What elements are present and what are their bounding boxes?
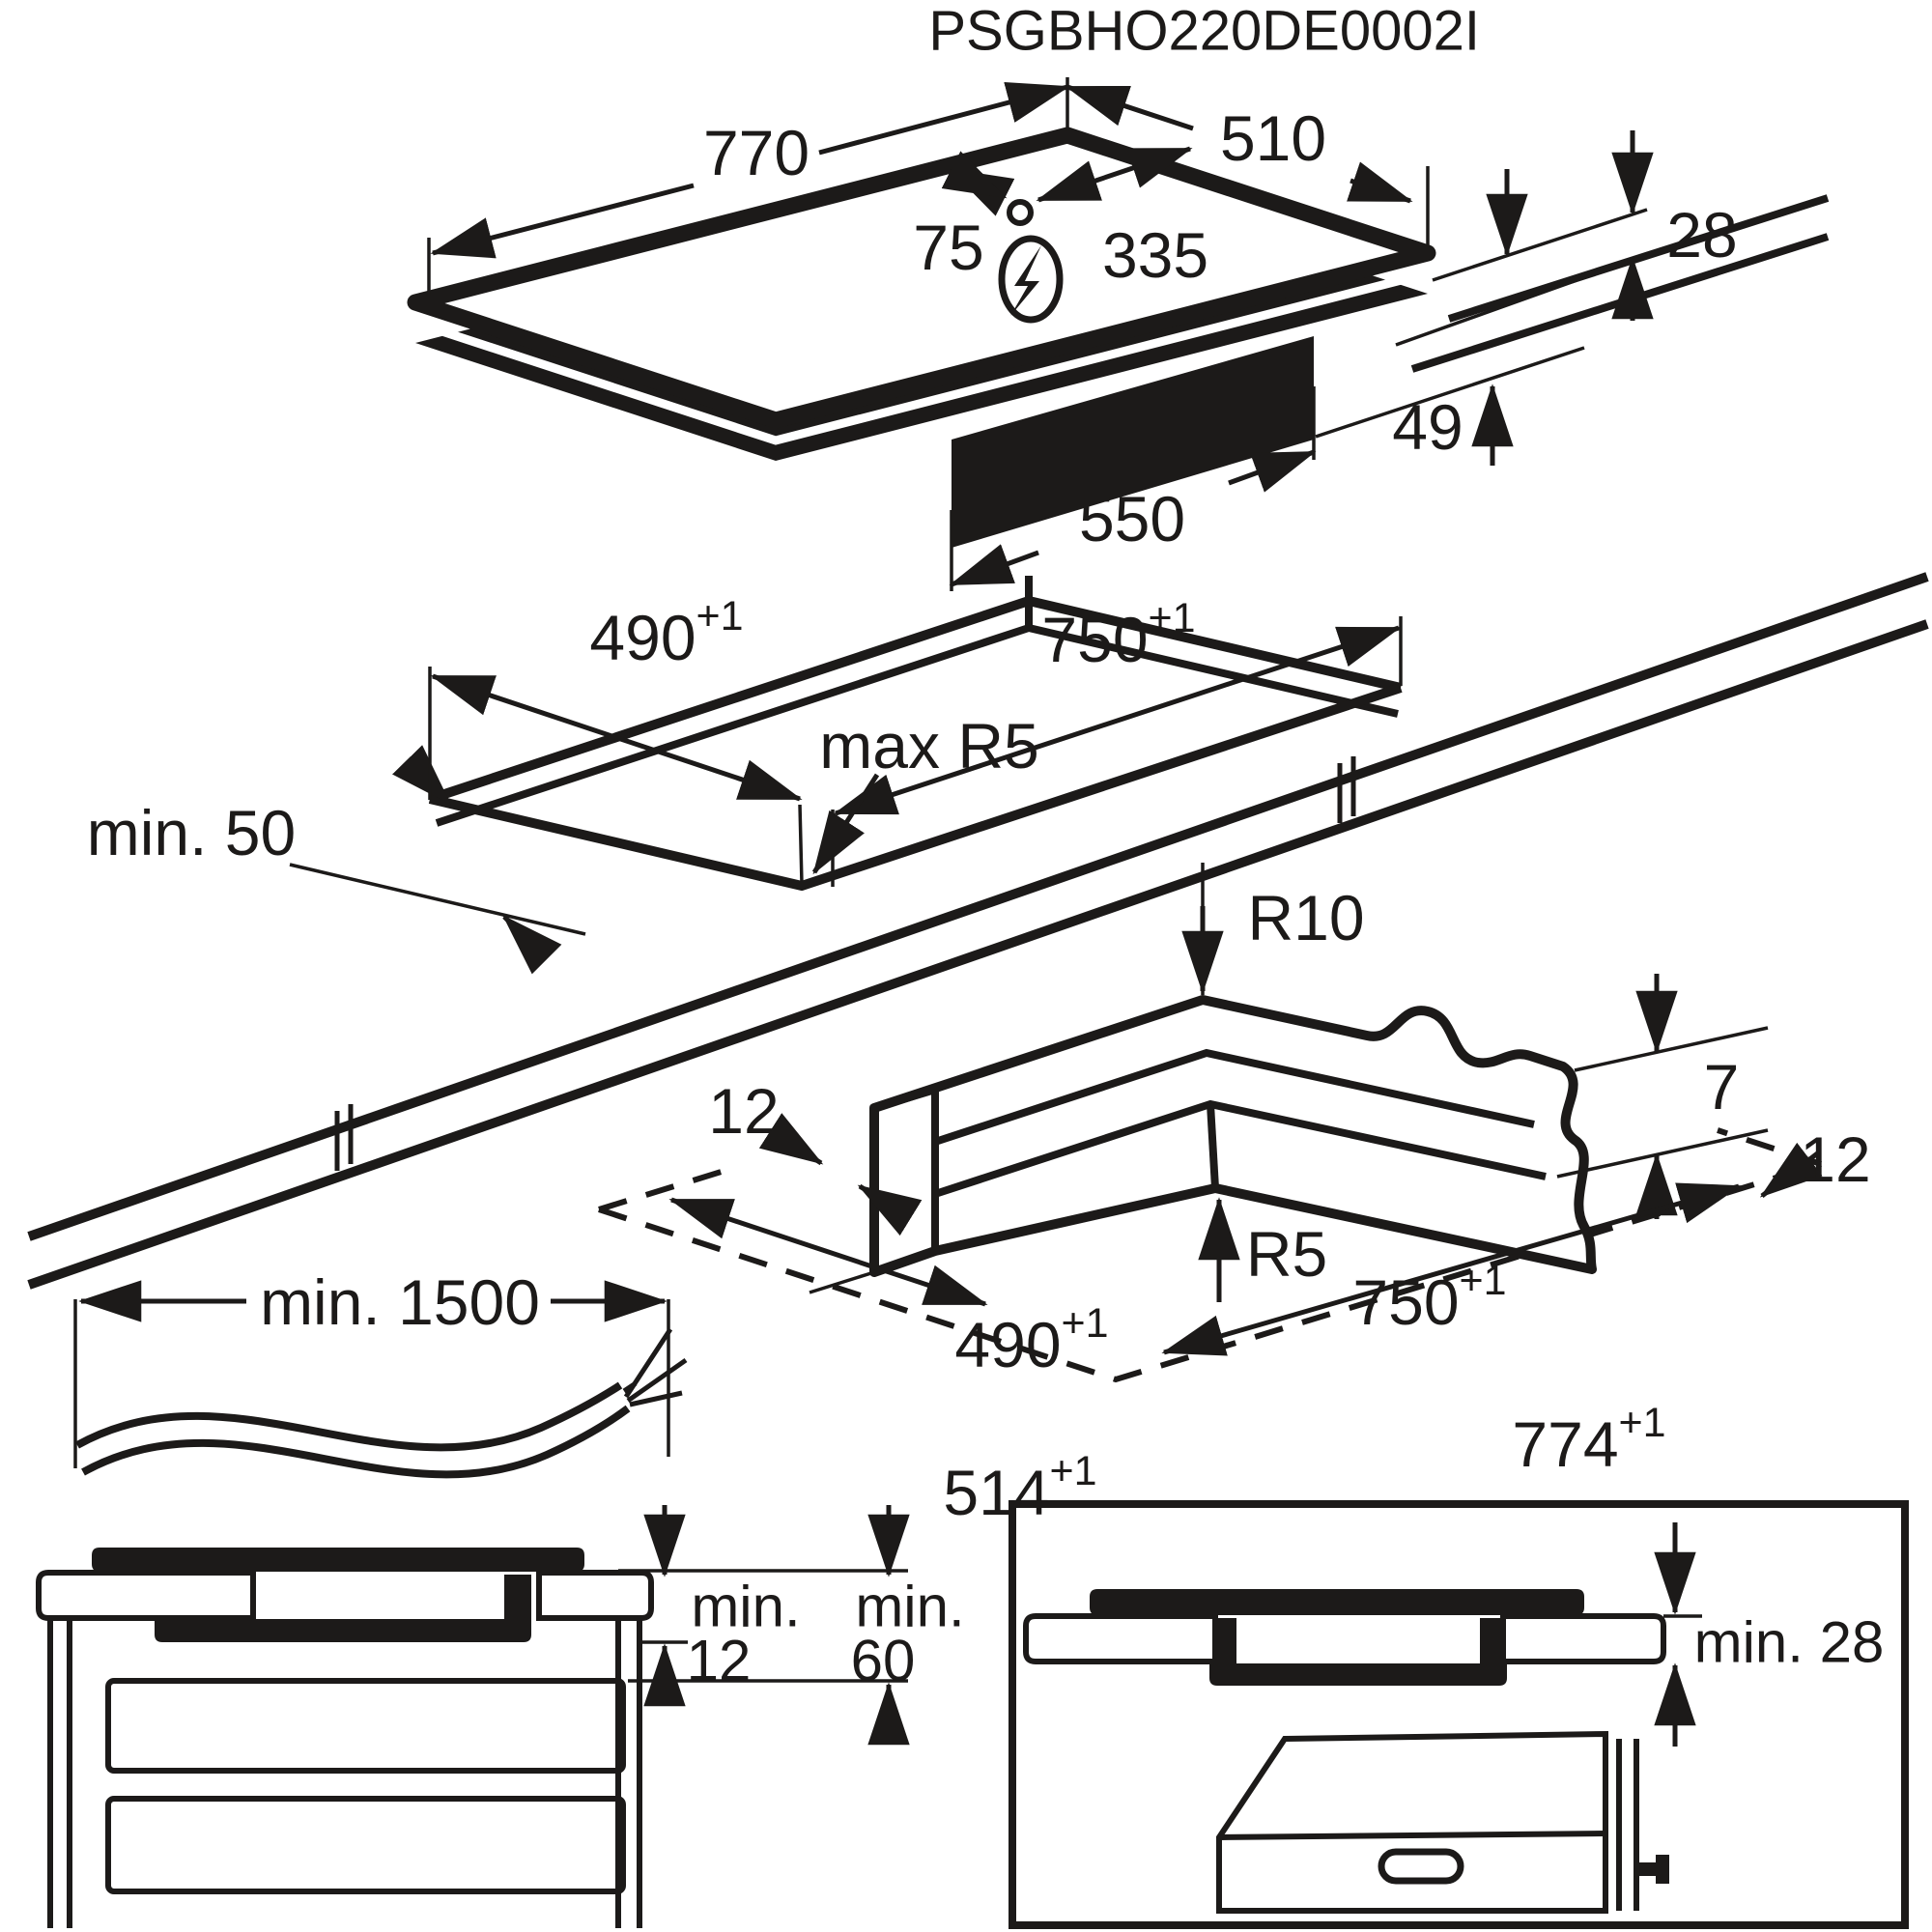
dim-front-clearance: min. 50: [87, 797, 296, 868]
dim-housing-width: 550: [1079, 483, 1185, 554]
oven-knob: [1636, 1855, 1669, 1884]
dim-outer-radius: R10: [1247, 882, 1364, 953]
lightning-icon: [998, 235, 1064, 324]
dim-border-left: 12: [708, 1075, 779, 1147]
dim-cable-right: 335: [1102, 219, 1208, 291]
dim-depth-below: 49: [1392, 391, 1463, 463]
hob-footprint-dashed: [598, 1161, 1822, 1383]
dim-detail-cutout-length: 750+1: [1352, 1258, 1506, 1338]
glass-section-right: [1090, 1589, 1584, 1615]
dim-depth: 510: [1220, 102, 1326, 174]
dim-outer-length: 774+1: [1512, 1400, 1665, 1480]
drawer-front-2: [105, 1796, 626, 1894]
drawer-front-1: [105, 1678, 626, 1774]
detail-frame: [1009, 1500, 1909, 1929]
dim-inner-radius: R5: [1246, 1218, 1327, 1290]
corner-detail-view: R10 R5 7 12 12 490+1 750+1 514+1 774+1: [598, 863, 1871, 1528]
hob-housing-body: [952, 336, 1314, 548]
dim-outer-width: 514+1: [943, 1448, 1096, 1528]
dim-thickness-above: 28: [1666, 199, 1737, 270]
cabinet-section-view: min. 12 min. 60: [36, 1505, 965, 1928]
hob-glass-top: [407, 127, 1436, 429]
worktop-cutout-view: min. 50 490+1 750+1 max R5: [87, 576, 1403, 975]
worktop-left-piece: [36, 1570, 256, 1621]
dim2-value: 60: [851, 1629, 916, 1693]
oven-section-view: min. 28: [1009, 1500, 1909, 1929]
dim-width: 770: [703, 117, 810, 188]
drawing-code: PSGBHO220DE0002I: [928, 0, 1480, 63]
cabinet-sides: [47, 1618, 642, 1928]
corner-block-outline: [869, 995, 1597, 1277]
dim1-label: min.: [691, 1575, 800, 1639]
worktop-left-piece-right: [1023, 1613, 1218, 1664]
dim-rebate-depth: 7: [1704, 1051, 1740, 1122]
glass-section: [92, 1548, 584, 1572]
dim-corner-radius: max R5: [819, 710, 1038, 781]
cable-detail: min. 1500: [73, 1266, 688, 1479]
dim2-label: min.: [855, 1575, 964, 1639]
worktop-right-piece: [536, 1570, 654, 1621]
dim-border-right: 12: [1800, 1123, 1870, 1195]
dim-detail-cutout-width: 490+1: [954, 1300, 1108, 1380]
oven-handle: [1378, 1848, 1464, 1885]
dim-cable-left: 75: [913, 212, 983, 283]
worktop-right-piece-right: [1500, 1613, 1666, 1664]
worktop-cut-line: [1410, 233, 1830, 373]
dim-cutout-length: 750+1: [1041, 595, 1195, 675]
dim-worktop-thickness: min. 28: [1694, 1610, 1885, 1675]
oven: [1216, 1730, 1669, 1914]
dim-cutout-width: 490+1: [589, 593, 743, 673]
hob-top-view: 75 335 770 510 28 49 550: [407, 77, 1830, 591]
dim1-value: 12: [687, 1629, 752, 1693]
dim-cable-length: min. 1500: [260, 1266, 540, 1338]
mains-cable: [75, 1327, 688, 1479]
